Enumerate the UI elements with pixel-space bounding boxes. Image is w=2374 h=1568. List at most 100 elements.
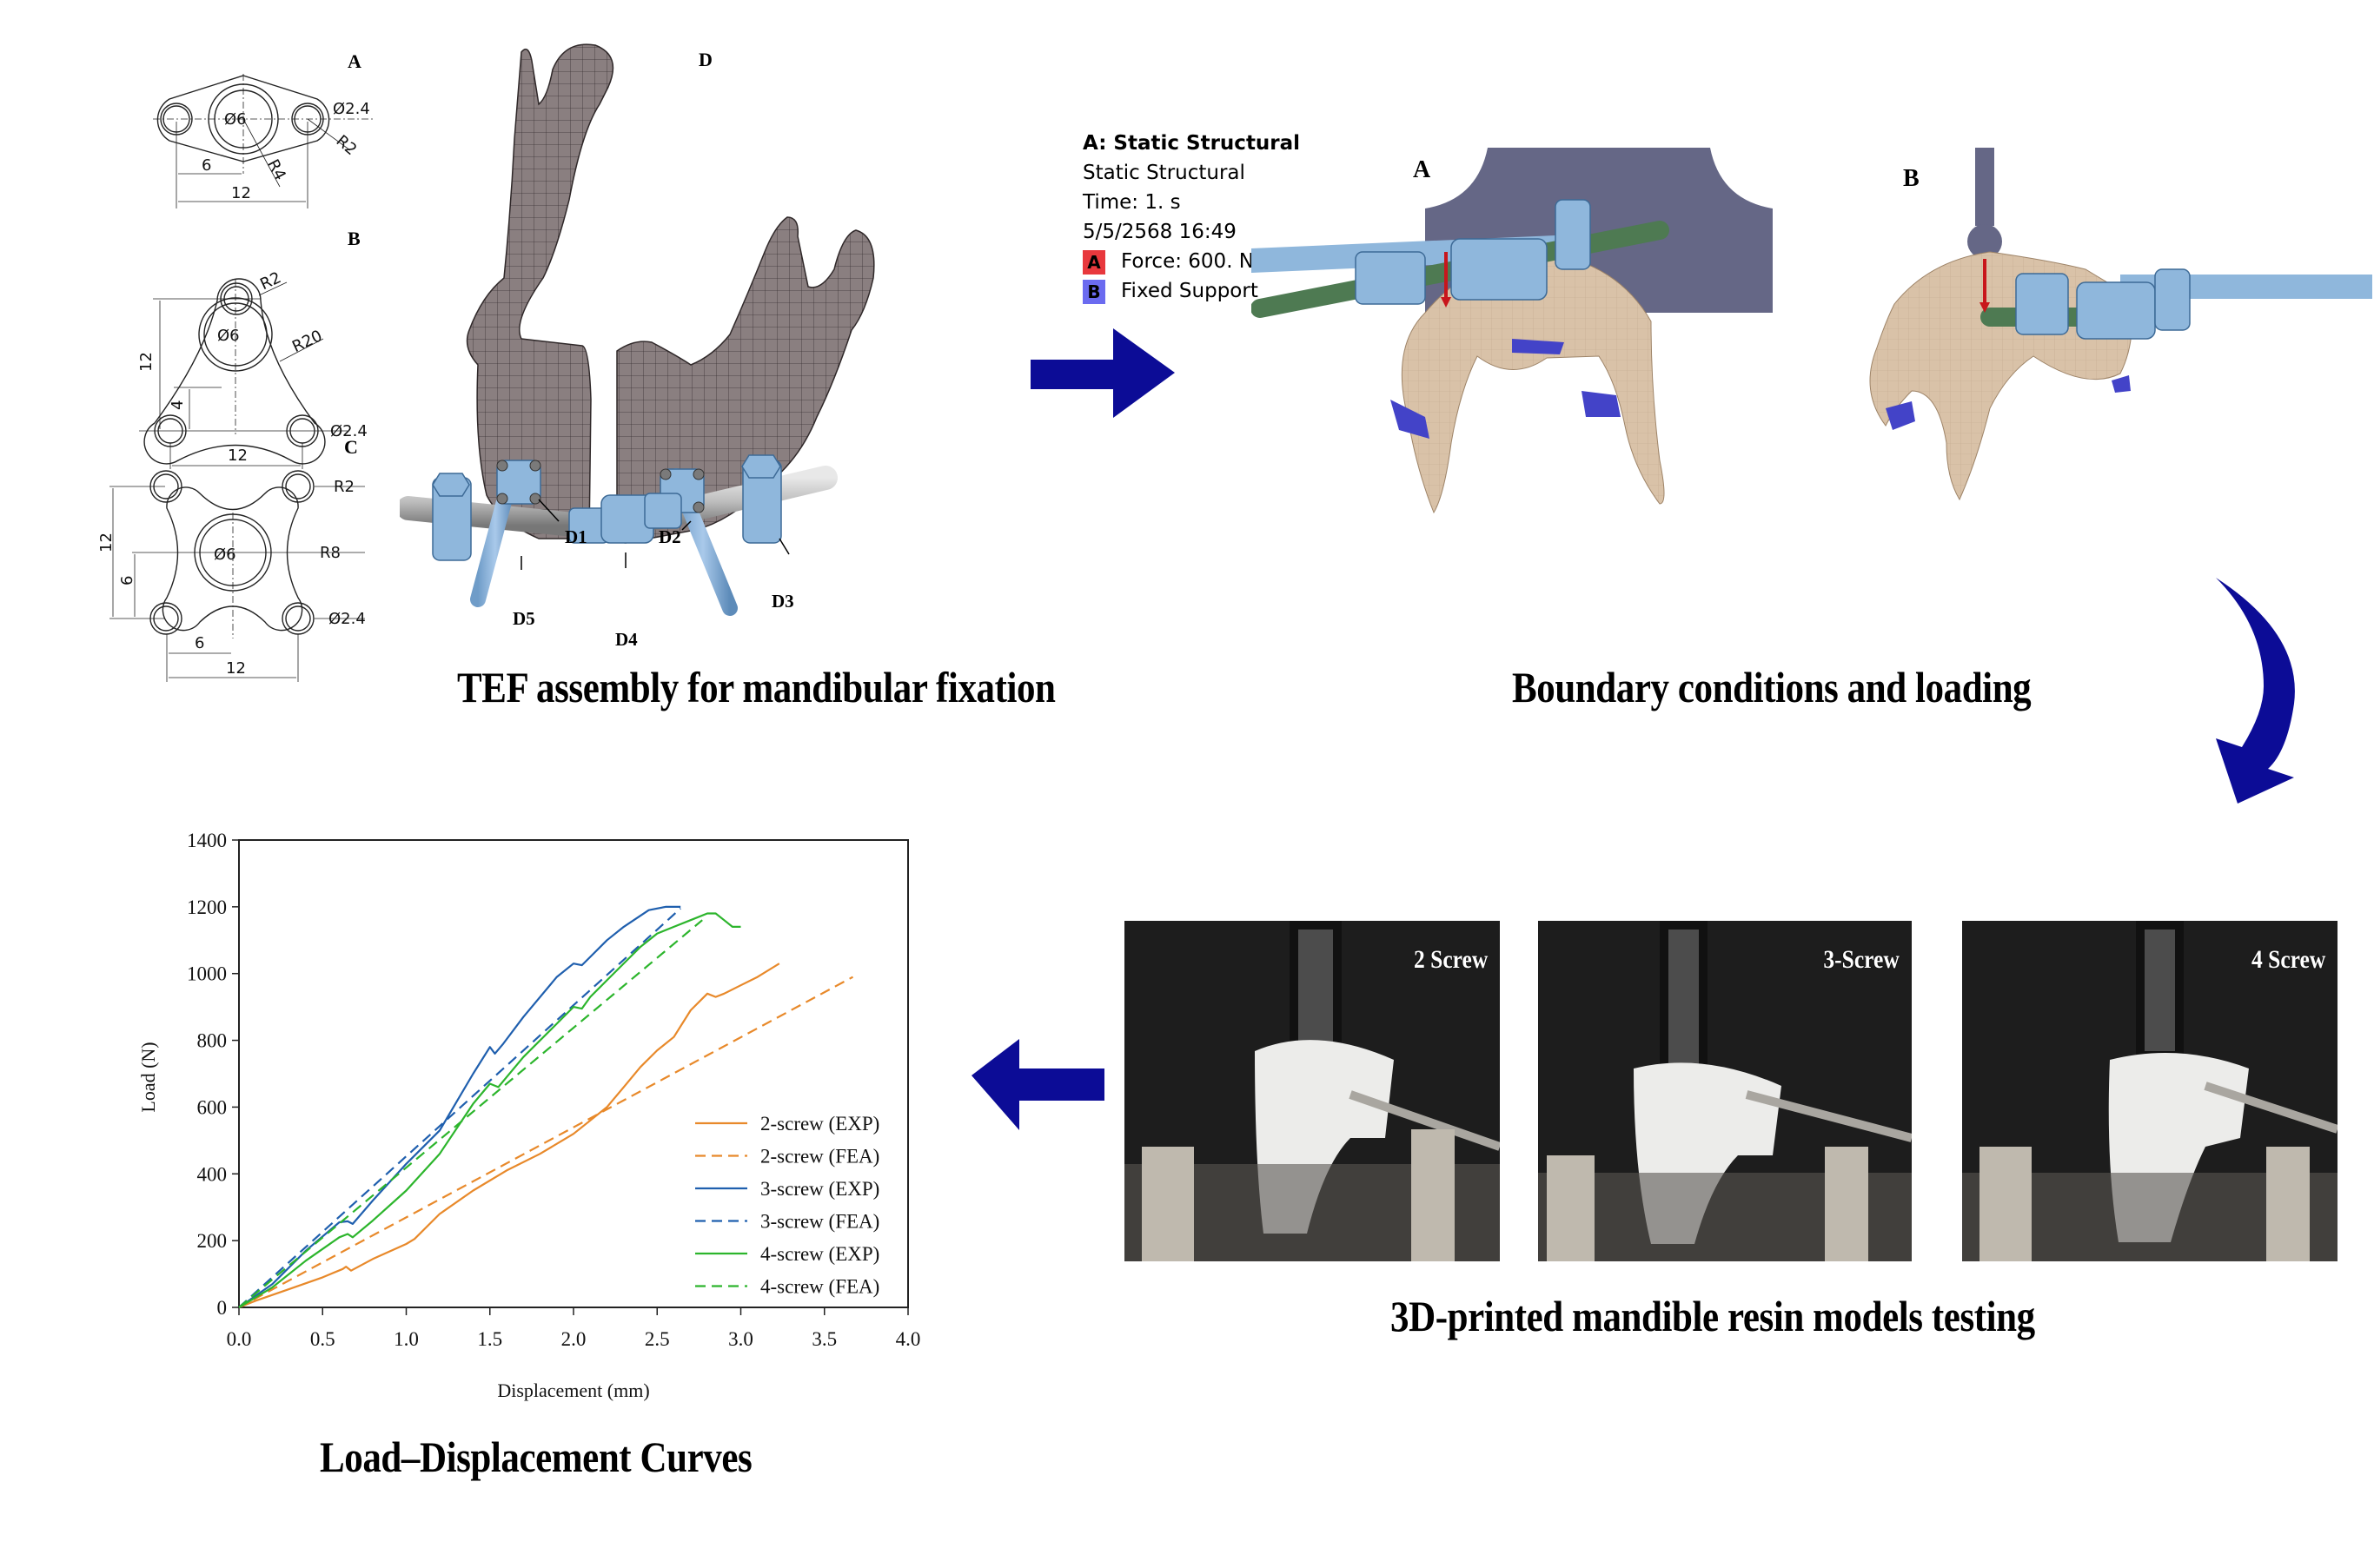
legend-entry: 2-screw (EXP) [760, 1113, 879, 1135]
drawing-b-screw-hole: Ø2.4 [330, 422, 368, 440]
photo-4-screw-image [1962, 921, 2338, 1261]
tef-assembly-render [396, 35, 886, 660]
drawing-c-spacing: 12 [226, 659, 246, 678]
loading-indenter [1975, 148, 1994, 226]
drawing-c-side-radius: R8 [320, 544, 341, 562]
simulation-legend-fixed: B Fixed Support [1083, 276, 1300, 306]
series-line [238, 912, 741, 1308]
chart-y-axis: 0 200 400 600 800 1000 1200 1400 [187, 830, 239, 1319]
x-tick-label: 3.0 [728, 1328, 753, 1350]
drawing-c-half-spacing: 6 [195, 634, 204, 652]
simulation-time: Time: 1. s [1083, 191, 1181, 214]
drawing-b-offset: 4 [169, 400, 187, 410]
drawing-a-screw-hole: Ø2.4 [333, 100, 370, 118]
chart-legend: 2-screw (EXP)2-screw (FEA)3-screw (EXP)3… [695, 1113, 879, 1298]
drawing-a-center-hole: Ø6 [224, 110, 247, 129]
chart-y-label: Load (N) [137, 1042, 159, 1112]
load-displacement-title: Load–Displacement Curves [320, 1432, 753, 1481]
legend-entry: 4-screw (FEA) [760, 1276, 879, 1298]
screw-plate-left [496, 460, 541, 505]
series-line [238, 907, 681, 1308]
chart-x-label: Displacement (mm) [497, 1379, 649, 1401]
photo-4-screw: 4 Screw [1962, 921, 2338, 1261]
x-tick-label: 2.0 [561, 1328, 587, 1350]
drawing-c-label: C [344, 436, 358, 458]
series-line [238, 976, 854, 1308]
x-tick-label: 1.0 [394, 1328, 419, 1350]
simulation-info: A: Static Structural Static Structural T… [1083, 129, 1300, 306]
universal-joint-right [644, 493, 682, 529]
simulation-title: A: Static Structural [1083, 132, 1301, 155]
drawing-a-corner-radius: R2 [333, 132, 361, 159]
technical-drawings: Ø6 Ø2.4 R2 R4 6 12 Ø6 Ø2.4 R2 R20 12 4 1… [97, 74, 374, 682]
y-tick-label: 1200 [187, 896, 227, 918]
drawing-a [153, 74, 374, 208]
arrow-left-icon [971, 1039, 1104, 1130]
part-label-d5: D5 [513, 608, 535, 629]
chart-plot-area [238, 839, 909, 1308]
drawing-b [139, 278, 348, 469]
x-tick-label: 2.5 [645, 1328, 670, 1350]
view-a [1239, 148, 1773, 514]
simulation-type: Static Structural [1083, 162, 1245, 184]
assembly-label: D [699, 49, 713, 70]
force-legend-key: A [1083, 249, 1105, 275]
y-tick-label: 1400 [187, 830, 227, 851]
chart-series [238, 905, 854, 1309]
y-tick-label: 200 [197, 1230, 228, 1252]
view-a-label: A [1413, 156, 1431, 183]
photo-3-screw-label: 3-Screw [1823, 945, 1900, 974]
y-tick-label: 800 [197, 1030, 228, 1052]
y-tick-label: 400 [197, 1163, 228, 1185]
drawing-c-screw-hole: Ø2.4 [328, 610, 366, 628]
drawing-b-corner-radius: R2 [257, 268, 284, 294]
drawing-b-spacing: 12 [228, 447, 248, 465]
y-tick-label: 1000 [187, 963, 227, 985]
legend-entry: 3-screw (FEA) [760, 1211, 879, 1233]
drawing-c-center-hole: Ø6 [214, 546, 236, 564]
legend-entry: 3-screw (EXP) [760, 1178, 879, 1200]
arrow-right-icon [1031, 328, 1175, 418]
x-tick-label: 0.0 [227, 1328, 252, 1350]
drawing-b-label: B [348, 228, 361, 249]
x-tick-label: 1.5 [477, 1328, 502, 1350]
view-b [1869, 148, 2372, 501]
drawing-panel: Ø6 Ø2.4 R2 R4 6 12 Ø6 Ø2.4 R2 R20 12 4 1… [87, 35, 400, 695]
drawing-a-half-spacing: 6 [202, 156, 211, 175]
simulation-timestamp: 5/5/2568 16:49 [1083, 221, 1237, 243]
series-line [238, 919, 703, 1308]
photo-3-screw-image [1538, 921, 1912, 1261]
series-line [238, 963, 780, 1309]
x-tick-label: 3.5 [812, 1328, 837, 1350]
photo-2-screw: 2 Screw [1124, 921, 1500, 1261]
part-label-d2: D2 [659, 526, 681, 547]
photo-2-screw-image [1124, 921, 1500, 1261]
boundary-conditions-title: Boundary conditions and loading [1512, 663, 2032, 711]
series-line [238, 905, 681, 1308]
drawing-c-height: 12 [97, 533, 116, 552]
part-label-d3: D3 [772, 591, 794, 612]
view-b-label: B [1903, 165, 1920, 192]
photo-4-screw-label: 4 Screw [2251, 945, 2325, 974]
y-tick-label: 600 [197, 1096, 228, 1118]
fixed-support-legend-key: B [1083, 279, 1105, 304]
drawing-a-spacing: 12 [231, 184, 251, 202]
photo-3-screw: 3-Screw [1538, 921, 1912, 1261]
tef-assembly-title: TEF assembly for mandibular fixation [457, 663, 1056, 711]
part-label-d4: D4 [615, 629, 638, 650]
drawing-b-side-radius: R20 [289, 327, 325, 356]
force-legend-label: Force: 600. N [1121, 250, 1255, 273]
drawing-a-label: A [348, 50, 361, 72]
arrow-curved-down-icon [2216, 578, 2295, 804]
boundary-conditions-render [1239, 130, 2372, 530]
resin-testing-title: 3D-printed mandible resin models testing [1390, 1292, 2035, 1340]
y-tick-label: 0 [217, 1297, 228, 1319]
drawing-c-half-height: 6 [118, 576, 136, 586]
simulation-legend-force: A Force: 600. N [1083, 247, 1300, 276]
fixed-support-legend-label: Fixed Support [1121, 280, 1258, 302]
part-label-d1: D1 [565, 526, 587, 547]
drawing-b-height: 12 [137, 352, 156, 372]
mandible-bone-a [1401, 251, 1665, 514]
drawing-c-corner-radius: R2 [334, 478, 355, 496]
